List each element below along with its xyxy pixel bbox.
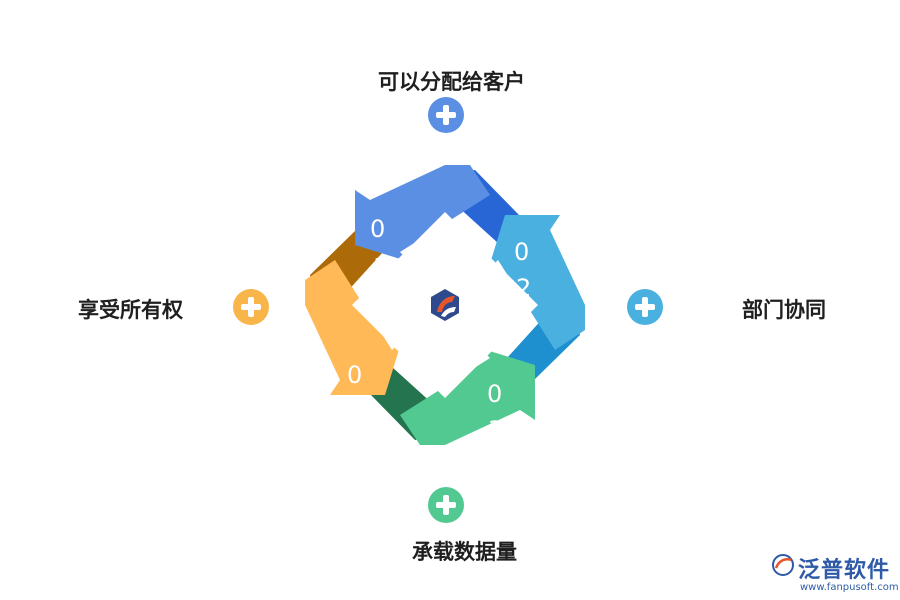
label-right: 部门协同 xyxy=(742,298,826,322)
label-top: 可以分配给客户 xyxy=(378,70,525,94)
arrow-top xyxy=(355,165,490,262)
item-4-num-2: 4 xyxy=(350,398,365,426)
plus-icon-top[interactable] xyxy=(428,97,464,133)
watermark-url: www.fanpusoft.com xyxy=(800,582,899,593)
watermark-brand: 泛普软件 xyxy=(798,558,891,583)
arrow-right xyxy=(488,215,585,350)
label-bottom: 承载数据量 xyxy=(412,540,517,564)
center-logo xyxy=(431,289,459,321)
arrow-left xyxy=(305,260,402,395)
item-1-num-1: 0 xyxy=(370,215,385,243)
label-left: 享受所有权 xyxy=(78,298,183,322)
plus-icon-bottom[interactable] xyxy=(428,487,464,523)
plus-icon-left[interactable] xyxy=(233,289,269,325)
item-1-num-2: 1 xyxy=(373,253,388,281)
cycle-diagram: 0 1 0 2 0 3 0 4 xyxy=(305,165,585,445)
item-3-num-1: 0 xyxy=(487,380,502,408)
item-3-num-2: 3 xyxy=(488,416,503,444)
item-2-num-2: 2 xyxy=(516,274,531,302)
watermark-logo-icon xyxy=(772,554,794,576)
item-4-num-1: 0 xyxy=(347,361,362,389)
item-2-num-1: 0 xyxy=(514,238,529,266)
arrow-bottom xyxy=(400,348,535,445)
plus-icon-right[interactable] xyxy=(627,289,663,325)
